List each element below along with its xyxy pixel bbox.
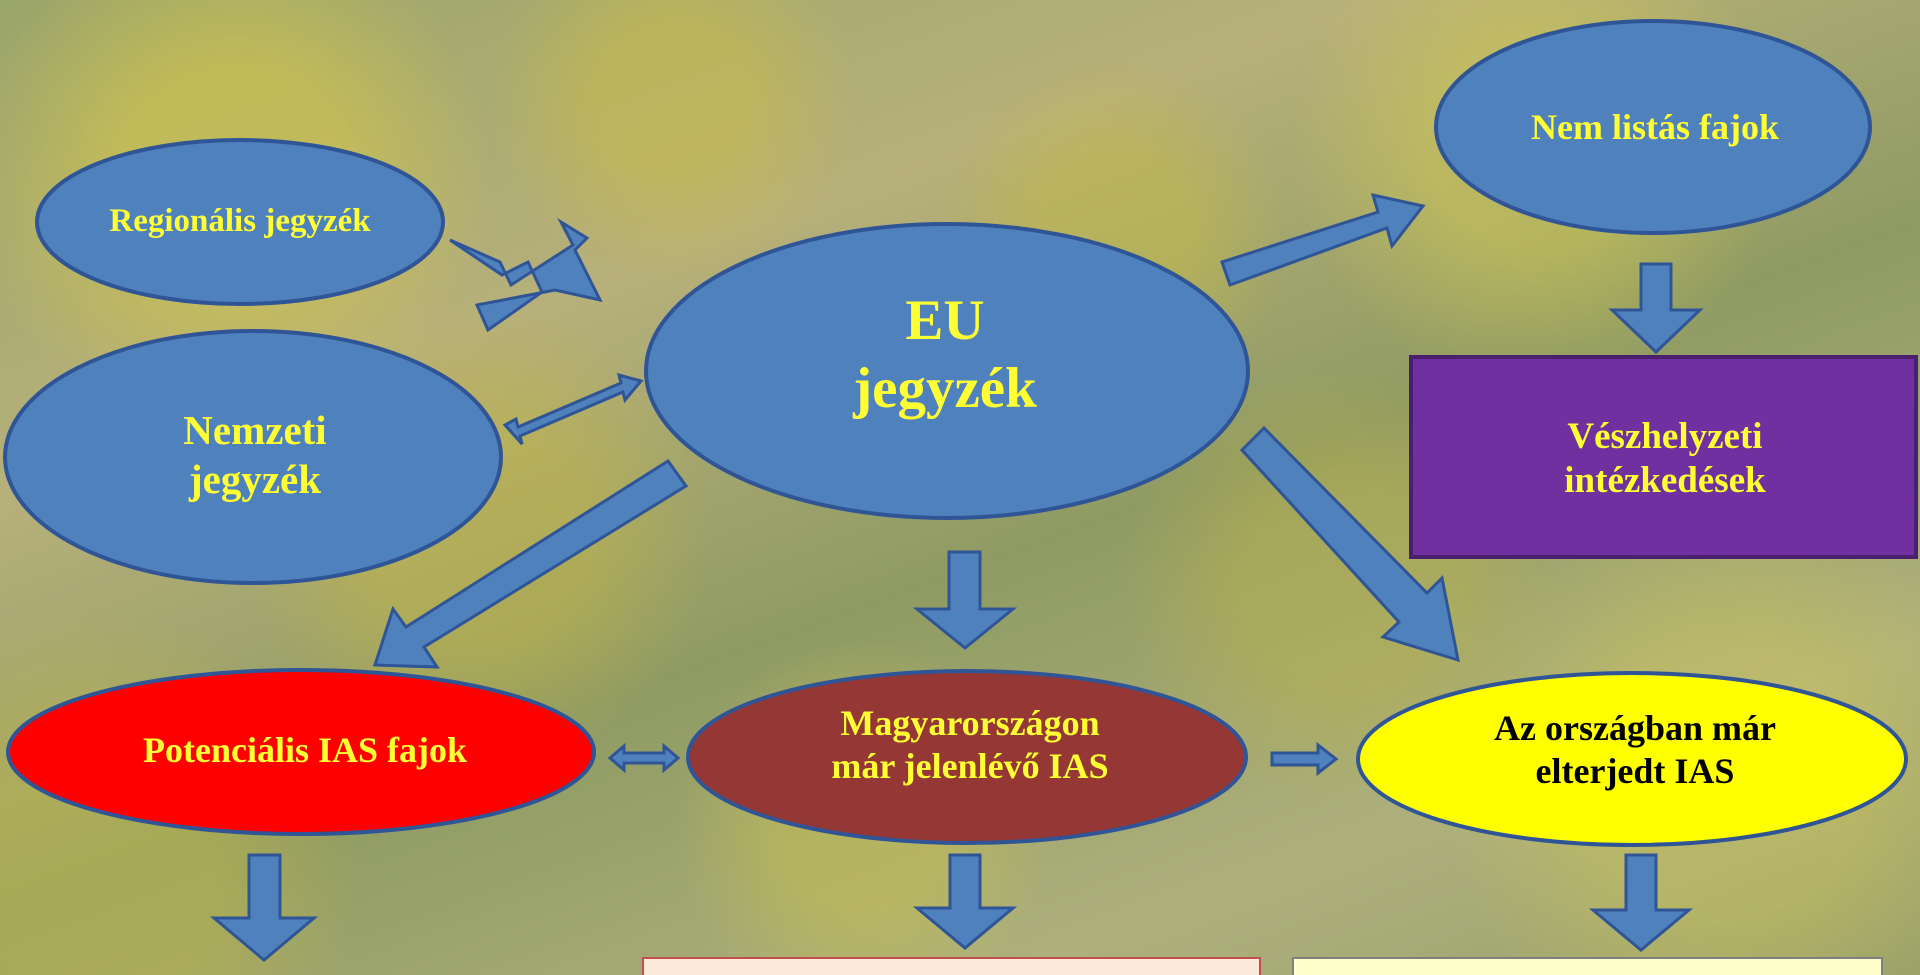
double-arrow-national-eu (502, 372, 644, 446)
widespread-ias-label: Az országban már elterjedt IAS (1494, 707, 1776, 791)
present-ias-node (686, 669, 1248, 845)
regional-list-label: Regionális jegyzék (109, 203, 371, 240)
eu-list-node (644, 222, 1250, 520)
regional-list-node (35, 138, 445, 306)
arrow-present-down (912, 853, 1018, 950)
potential-ias-node (6, 668, 596, 836)
double-arrow-regional-eu (449, 217, 603, 333)
arrow-present-to-widespread (1270, 741, 1339, 777)
potential-ias-label: Potenciális IAS fajok (143, 730, 467, 771)
arrow-eu-to-present (912, 550, 1018, 650)
non-listed-species-label: Nem listás fajok (1531, 107, 1779, 148)
eu-list-label: EU jegyzék (853, 288, 1037, 420)
arrow-potential-down (209, 853, 319, 962)
arrow-eu-to-widespread (1239, 425, 1460, 663)
widespread-ias-node (1356, 671, 1908, 847)
cream-box (1292, 957, 1883, 975)
emergency-measures-label: Vészhelyzeti intézkedések (1564, 415, 1766, 501)
emergency-measures-box (1409, 355, 1918, 559)
present-ias-label: Magyarországon már jelenlévő IAS (831, 702, 1109, 786)
national-list-node (3, 329, 503, 585)
arrow-widespread-down (1588, 853, 1694, 952)
arrow-eu-to-potential (372, 458, 689, 669)
non-listed-species-node (1434, 19, 1872, 235)
double-arrow-potential-present (607, 742, 681, 774)
arrow-non-listed-to-emergency (1608, 262, 1704, 355)
national-list-label: Nemzeti jegyzék (183, 406, 327, 502)
peach-box (642, 957, 1261, 975)
arrow-eu-to-non-listed (1220, 192, 1426, 287)
